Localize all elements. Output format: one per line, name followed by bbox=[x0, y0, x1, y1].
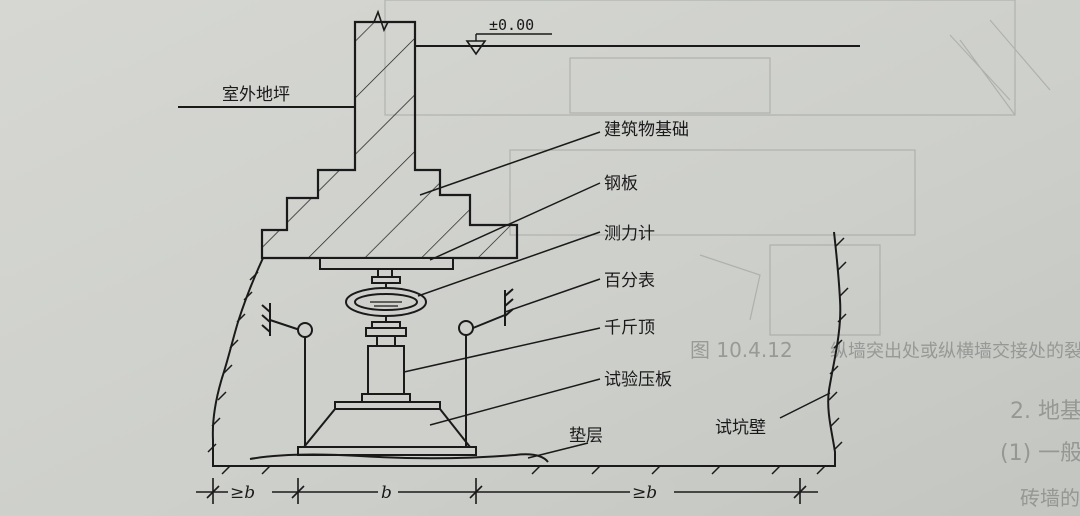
dimension-right: ≥b bbox=[632, 483, 657, 503]
label-dial-gauge: 百分表 bbox=[604, 271, 655, 291]
dimension-line bbox=[196, 478, 818, 504]
bleed-body-line-2: 砖墙的裂缝，通常不是由于地基不均匀沉降引起的，因此底层墙体的裂缝可能是由于温度 bbox=[1020, 486, 1080, 510]
bleed-caption-tail: 纵墙突出处或纵横墙交接处的裂缝 bbox=[830, 341, 1080, 362]
label-outdoor-ground: 室外地坪 bbox=[222, 85, 290, 105]
dynamometer bbox=[345, 268, 427, 337]
label-test-pit-wall: 试坑壁 bbox=[715, 418, 766, 438]
steel-plate bbox=[319, 257, 454, 270]
dial-gauge-left bbox=[261, 303, 313, 447]
test-bearing-plate bbox=[297, 401, 477, 456]
leader-lines bbox=[403, 131, 831, 459]
dimension-middle: b bbox=[381, 483, 392, 503]
label-steel-plate: 钢板 bbox=[604, 174, 638, 194]
label-jack: 千斤顶 bbox=[604, 318, 655, 338]
dim-right-bg bbox=[630, 482, 674, 500]
soil-hatch-ticks bbox=[207, 237, 849, 475]
label-cushion-layer: 垫层 bbox=[569, 426, 603, 446]
elevation-label: ±0.00 bbox=[489, 16, 534, 34]
building-foundation bbox=[260, 9, 519, 260]
label-dynamometer: 测力计 bbox=[604, 224, 655, 244]
cushion-layer bbox=[249, 453, 549, 463]
jack bbox=[361, 335, 411, 403]
elevation-marker: ±0.00 bbox=[465, 16, 552, 56]
dimension-left: ≥b bbox=[230, 483, 255, 503]
dim-left-bg bbox=[228, 482, 272, 500]
bleed-body-line: (1) 一般均在承重结构上产生。 对于砖墙裂缝或仅在较弱 bbox=[1000, 441, 1080, 466]
dial-gauge-right bbox=[458, 288, 514, 447]
dim-mid-bg bbox=[378, 482, 398, 500]
bleed-section-heading: 2. 地基问题引起的裂缝的特点 bbox=[1010, 399, 1080, 424]
bleed-figure-caption: 图 10.4.12 bbox=[690, 338, 793, 362]
label-test-bearing-plate: 试验压板 bbox=[604, 370, 672, 390]
label-building-foundation: 建筑物基础 bbox=[604, 120, 689, 140]
